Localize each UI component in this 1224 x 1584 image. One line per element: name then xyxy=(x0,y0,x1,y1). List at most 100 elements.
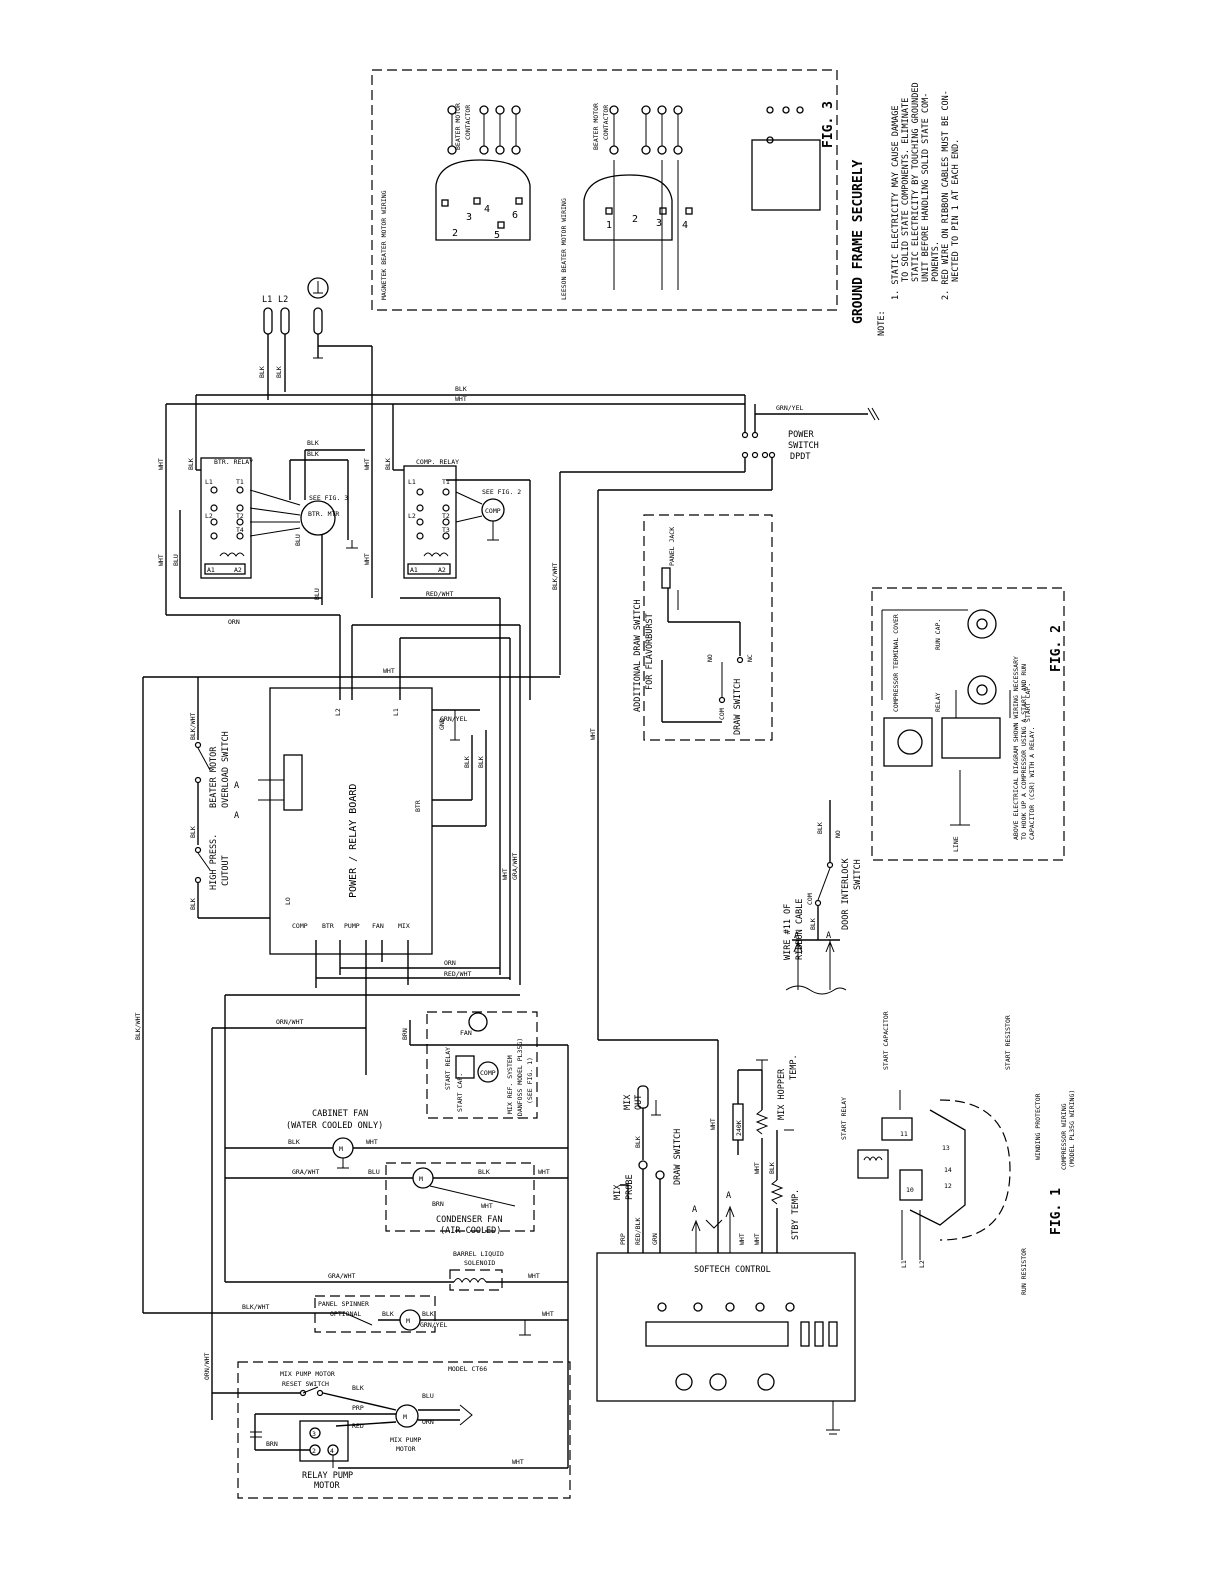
svg-text:WHT: WHT xyxy=(481,1202,493,1210)
svg-text:DPDT: DPDT xyxy=(790,452,810,462)
svg-text:START RELAY: START RELAY xyxy=(840,1097,848,1140)
svg-text:BLK/WHT: BLK/WHT xyxy=(134,1013,142,1040)
svg-text:GRN: GRN xyxy=(651,1233,659,1245)
svg-text:M: M xyxy=(339,1145,343,1153)
svg-text:COMPRESSOR WIRING: COMPRESSOR WIRING xyxy=(1060,1103,1068,1170)
svg-text:SWITCH: SWITCH xyxy=(853,859,863,890)
svg-text:RED: RED xyxy=(352,1422,364,1430)
svg-text:BLK/WHT: BLK/WHT xyxy=(189,713,197,740)
svg-text:WHT: WHT xyxy=(366,1138,378,1146)
svg-text:SOFTECH CONTROL: SOFTECH CONTROL xyxy=(694,1265,771,1275)
svg-text:BLK: BLK xyxy=(352,1384,364,1392)
svg-text:MOTOR: MOTOR xyxy=(314,1481,340,1491)
svg-text:3: 3 xyxy=(312,1430,316,1438)
svg-text:BLK: BLK xyxy=(816,822,824,834)
svg-text:(DANFOSS MODEL PL35G): (DANFOSS MODEL PL35G) xyxy=(516,1038,524,1120)
l2-label: L2 xyxy=(278,295,288,305)
svg-text:BLK: BLK xyxy=(382,1310,394,1318)
svg-text:4: 4 xyxy=(682,220,688,231)
svg-text:BLK: BLK xyxy=(422,1310,434,1318)
svg-text:CABINET FAN: CABINET FAN xyxy=(312,1109,368,1119)
svg-text:10: 10 xyxy=(906,1186,914,1194)
svg-text:COM: COM xyxy=(718,708,726,720)
control-knob-3 xyxy=(757,1373,775,1391)
svg-text:T3: T3 xyxy=(442,526,450,534)
softech-control-board: SOFTECH CONTROL xyxy=(596,1252,856,1435)
safety-switches: BLK/WHT BEATER MOTOR OVERLOAD SWITCH BLK… xyxy=(189,677,303,919)
panel-jack-icon xyxy=(661,567,671,589)
fan-motor-icon xyxy=(468,1012,488,1032)
svg-text:BLU: BLU xyxy=(422,1392,434,1400)
wht-mid2-label: WHT xyxy=(363,553,371,565)
svg-text:MIX: MIX xyxy=(613,1184,623,1200)
door-interlock-switch: BLK COM NO DOOR INTERLOCK SWITCH BLK WIR… xyxy=(783,800,863,995)
svg-text:RELAY: RELAY xyxy=(934,692,942,712)
svg-text:PRP: PRP xyxy=(619,1233,627,1245)
svg-text:SEE FIG. 2: SEE FIG. 2 xyxy=(482,488,521,496)
svg-text:WINDING PROTECTOR: WINDING PROTECTOR xyxy=(1034,1093,1042,1160)
svg-text:BEATER MOTOR: BEATER MOTOR xyxy=(209,746,219,808)
wht-left-label: WHT xyxy=(157,458,165,470)
svg-text:4: 4 xyxy=(484,204,490,215)
svg-text:GRN/YEL: GRN/YEL xyxy=(440,715,467,723)
spinner-motor-icon xyxy=(399,1309,421,1331)
svg-text:SWITCH: SWITCH xyxy=(788,441,819,451)
fig1-compressor-internal: FIG. 1 COMPRESSOR WIRING (MODEL PL35G WI… xyxy=(840,1011,1076,1295)
svg-text:RUN RESISTOR: RUN RESISTOR xyxy=(1020,1248,1028,1295)
svg-text:BLK: BLK xyxy=(189,826,197,838)
barrel-liquid-solenoid: BARREL LIQUID SOLENOID GRA/WHT WHT xyxy=(225,1250,568,1291)
svg-text:ORN/WHT: ORN/WHT xyxy=(276,1018,303,1026)
svg-text:(MODEL PL35G WIRING): (MODEL PL35G WIRING) xyxy=(1068,1090,1076,1168)
svg-text:BLU: BLU xyxy=(313,588,321,600)
btr-mtr-label: BTR. MTR xyxy=(308,510,339,518)
l1-wire-label: BLK xyxy=(258,366,266,378)
svg-text:CONTACTOR: CONTACTOR xyxy=(464,105,472,140)
svg-text:6: 6 xyxy=(512,210,518,221)
svg-text:START CAP.: START CAP. xyxy=(1024,683,1032,722)
svg-text:STBY TEMP.: STBY TEMP. xyxy=(791,1189,801,1240)
blk-mid-label: BLK xyxy=(384,458,392,470)
svg-text:PANEL JACK: PANEL JACK xyxy=(668,527,676,566)
svg-text:L1: L1 xyxy=(408,478,416,486)
svg-text:(SEE FIG. 1): (SEE FIG. 1) xyxy=(526,1057,534,1104)
power-switch-dpdt: GRN/YEL POWER SWITCH DPDT BLK/WHT WHT xyxy=(551,395,880,1040)
svg-text:(AIR COOLED): (AIR COOLED) xyxy=(440,1226,501,1236)
svg-text:GND: GND xyxy=(438,718,446,730)
svg-text:13: 13 xyxy=(942,1144,950,1152)
svg-text:MOTOR: MOTOR xyxy=(396,1445,416,1453)
mix-pump-motor-icon xyxy=(395,1404,419,1428)
svg-text:3: 3 xyxy=(466,212,472,223)
svg-text:WIRE #11 OF: WIRE #11 OF xyxy=(783,904,793,960)
svg-text:BRN: BRN xyxy=(432,1200,444,1208)
svg-text:T1: T1 xyxy=(236,478,244,486)
svg-text:CAPACITOR (CSR) WITH A RELAY.: CAPACITOR (CSR) WITH A RELAY. xyxy=(1028,727,1036,841)
svg-text:ADDITIONAL DRAW SWITCH: ADDITIONAL DRAW SWITCH xyxy=(633,599,643,712)
svg-text:TEMP.: TEMP. xyxy=(789,1054,799,1080)
svg-text:2: 2 xyxy=(312,1447,316,1455)
mix-refrigeration-system: FAN COMP. START RELAY START CAP. MIX REF… xyxy=(401,1011,568,1120)
svg-text:MIX HOPPER: MIX HOPPER xyxy=(777,1068,787,1120)
svg-text:BLK: BLK xyxy=(768,1162,776,1174)
svg-text:MIX: MIX xyxy=(623,1094,633,1110)
svg-text:WHT: WHT xyxy=(383,667,395,675)
svg-text:CUTOUT: CUTOUT xyxy=(221,855,231,886)
power-relay-board: POWER / RELAY BOARD L2 L1 GND GRN/YEL BT… xyxy=(224,687,520,1282)
power-supply-plugs: L1 L2 BLK BLK xyxy=(258,277,373,400)
svg-text:MIX: MIX xyxy=(398,922,410,930)
svg-text:PANEL SPINNER: PANEL SPINNER xyxy=(318,1300,369,1308)
svg-text:PRP: PRP xyxy=(352,1404,364,1412)
l2-wire-label: BLK xyxy=(275,366,283,378)
svg-text:NO: NO xyxy=(834,830,842,838)
btr-relay-label: BTR. RELAY xyxy=(214,458,253,466)
svg-text:NECTED TO PIN 1 AT EACH END.: NECTED TO PIN 1 AT EACH END. xyxy=(951,139,961,282)
svg-text:BLK: BLK xyxy=(478,1168,490,1176)
svg-text:TO HOOK UP A COMPRESSOR USING: TO HOOK UP A COMPRESSOR USING A START AN… xyxy=(1020,664,1028,840)
svg-text:COM: COM xyxy=(806,893,814,905)
svg-text:OVERLOAD SWITCH: OVERLOAD SWITCH xyxy=(221,731,231,808)
ribbon-connector-icon xyxy=(283,754,303,811)
svg-text:COMP.: COMP. xyxy=(480,1069,500,1077)
fig3-motor-3 xyxy=(751,139,821,211)
l2-plug xyxy=(280,307,290,335)
svg-text:BLK: BLK xyxy=(463,756,471,768)
svg-text:BRN: BRN xyxy=(401,1028,409,1040)
